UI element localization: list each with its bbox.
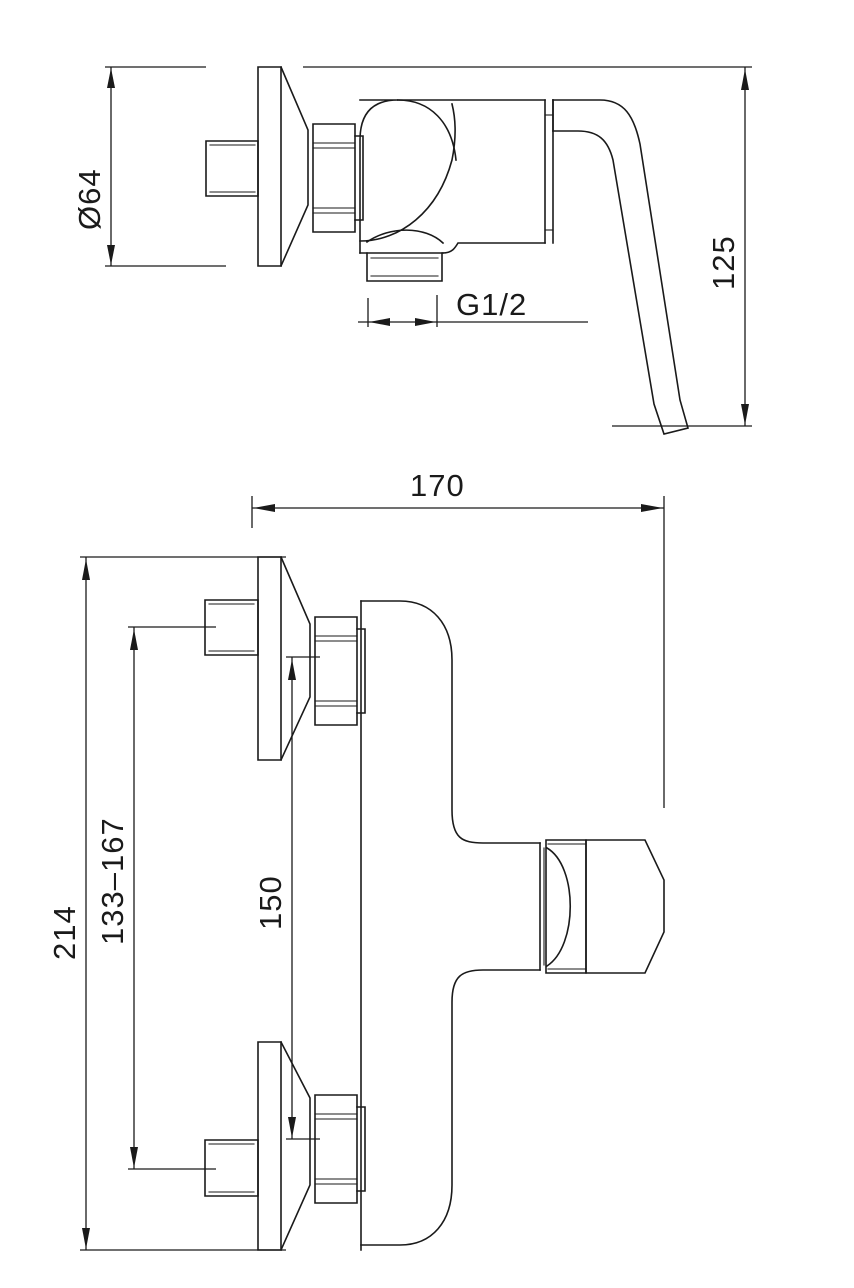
handle-hub-side	[544, 99, 554, 244]
dimension-height-125: 125	[706, 67, 749, 426]
dim-label-125: 125	[706, 235, 741, 290]
dimension-thread-g12: G1/2	[358, 287, 588, 327]
front-view: 170 214 133–167	[47, 468, 665, 1252]
mixer-body-front	[360, 600, 541, 1251]
dim-label-170: 170	[410, 468, 465, 503]
dim-label-214: 214	[47, 905, 82, 960]
dim-label-133-167: 133–167	[95, 817, 130, 945]
wall-stud-side	[205, 140, 259, 197]
lever-handle-front	[539, 839, 665, 974]
dimension-centers-150: 150	[253, 656, 320, 1140]
escutcheon-flange-upper	[257, 556, 282, 761]
dimension-diameter-64: Ø64	[72, 66, 226, 267]
dim-label-diameter-64: Ø64	[72, 168, 107, 230]
side-view: Ø64 125	[72, 65, 752, 435]
escutcheon-flange-side	[257, 65, 309, 268]
dimension-width-170: 170	[251, 468, 665, 808]
escutcheon-flange-lower	[257, 1041, 282, 1251]
outlet-thread-side	[366, 252, 443, 282]
dimension-height-214: 214	[47, 556, 286, 1251]
mixer-body-side	[359, 99, 546, 254]
union-nut-upper	[314, 616, 366, 726]
upper-inlet-assembly	[204, 555, 366, 762]
lever-handle-side	[552, 99, 689, 435]
wall-stud-lower	[204, 1139, 259, 1197]
lower-inlet-assembly	[204, 1040, 366, 1252]
dim-label-150: 150	[253, 875, 288, 930]
dimension-range-133-167: 133–167	[95, 626, 216, 1170]
union-nut-side	[312, 123, 364, 233]
dim-label-g12: G1/2	[456, 287, 527, 322]
union-nut-lower	[314, 1094, 366, 1204]
